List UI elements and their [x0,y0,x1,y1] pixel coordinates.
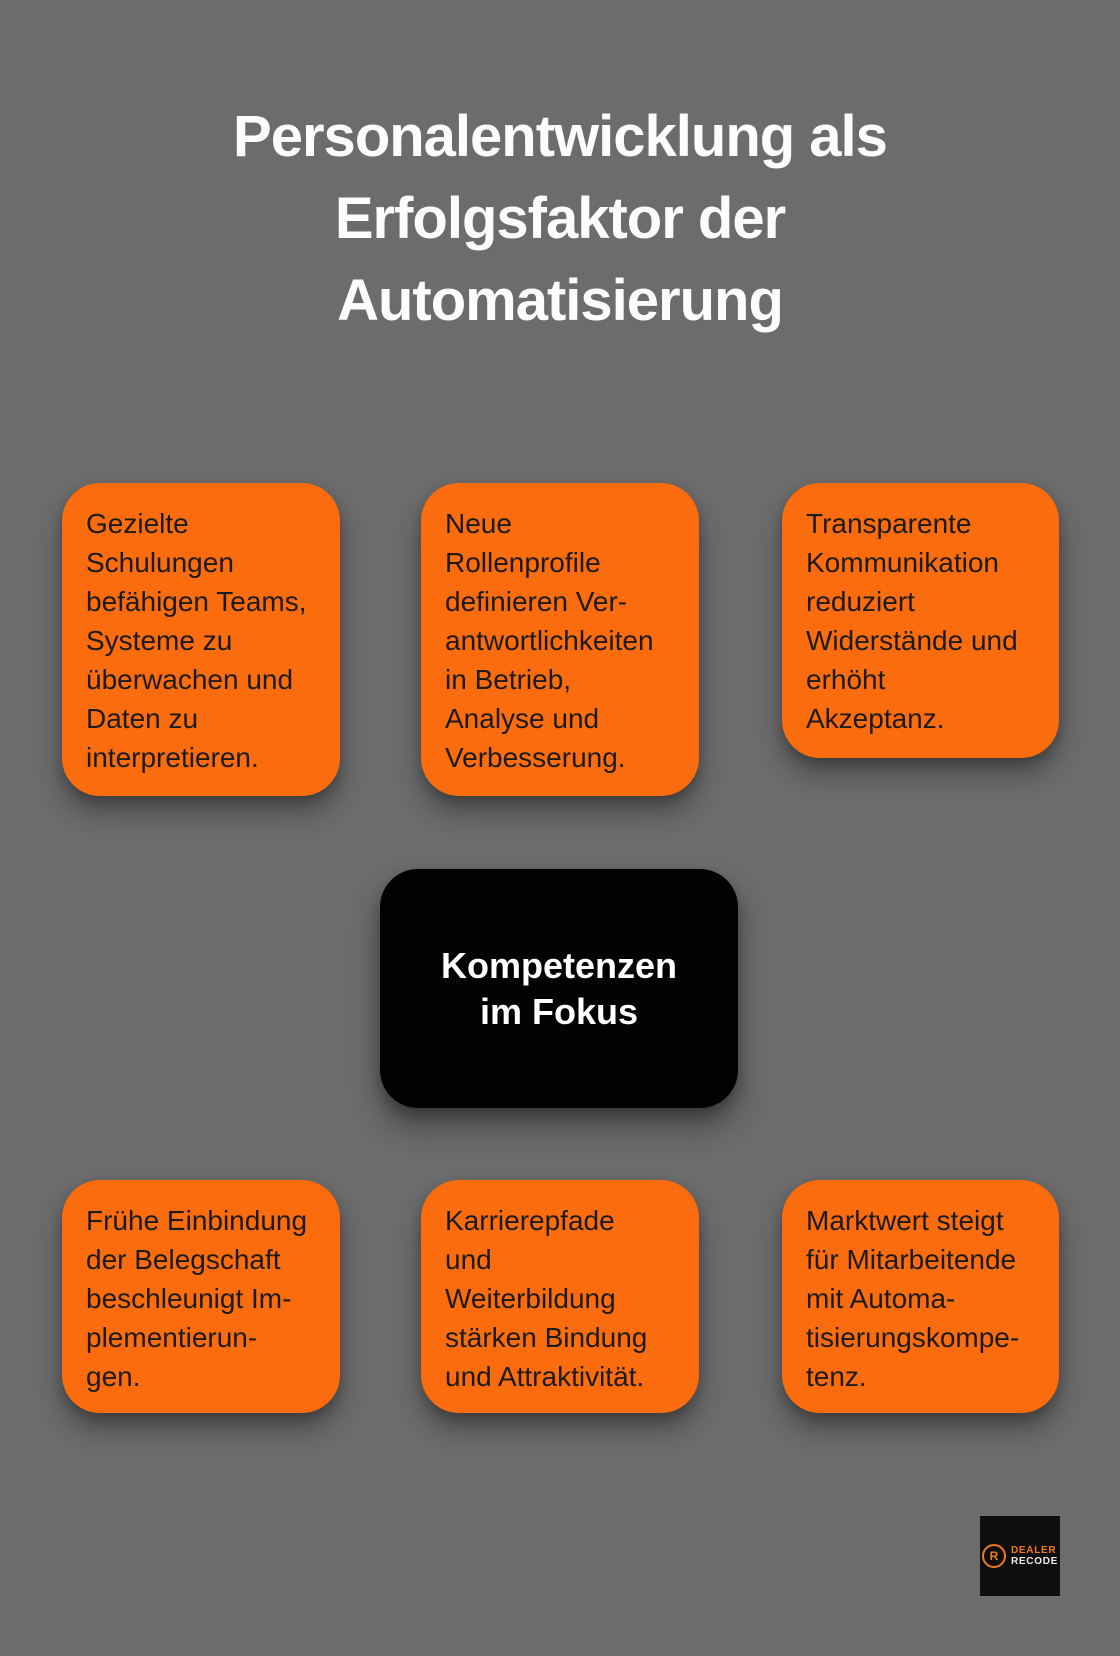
brand-logo: R DEALER RECODE [980,1516,1060,1596]
circle-r-icon-letter: R [989,1549,999,1563]
card-marktwert: Marktwert steigt für Mitarbeitende mit A… [782,1180,1059,1413]
brand-wordmark: DEALER RECODE [1011,1545,1058,1567]
card-karrierepfade: Karrierepfade und Weiterbildung stärken … [421,1180,699,1413]
brand-word-dealer: DEALER [1011,1545,1057,1556]
card-einbindung-text: Frühe Einbindung der Belegschaft beschle… [86,1205,308,1392]
card-schulungen-text: Gezielte Schulungen befähigen Teams, Sys… [86,508,307,773]
center-node-kompetenzen: Kompetenzen im Fokus [380,869,738,1108]
card-karrierepfade-text: Karrierepfade und Weiterbildung stärken … [445,1205,648,1392]
card-kommunikation-text: Transparente Kommunikation reduziert Wid… [806,508,1018,734]
card-rollenprofile-text: Neue Rollenprofile definieren Ver- antwo… [445,508,654,773]
circle-r-icon: R [982,1544,1006,1568]
card-marktwert-text: Marktwert steigt für Mitarbeitende mit A… [806,1205,1020,1392]
card-schulungen: Gezielte Schulungen befähigen Teams, Sys… [62,483,340,796]
card-kommunikation: Transparente Kommunikation reduziert Wid… [782,483,1059,758]
center-node-label: Kompetenzen im Fokus [440,944,678,1032]
card-einbindung: Frühe Einbindung der Belegschaft beschle… [62,1180,340,1413]
card-rollenprofile: Neue Rollenprofile definieren Ver- antwo… [421,483,699,796]
brand-word-recode: RECODE [1011,1556,1058,1567]
page-title: Personalentwicklung als Erfolgsfaktor de… [233,104,888,333]
